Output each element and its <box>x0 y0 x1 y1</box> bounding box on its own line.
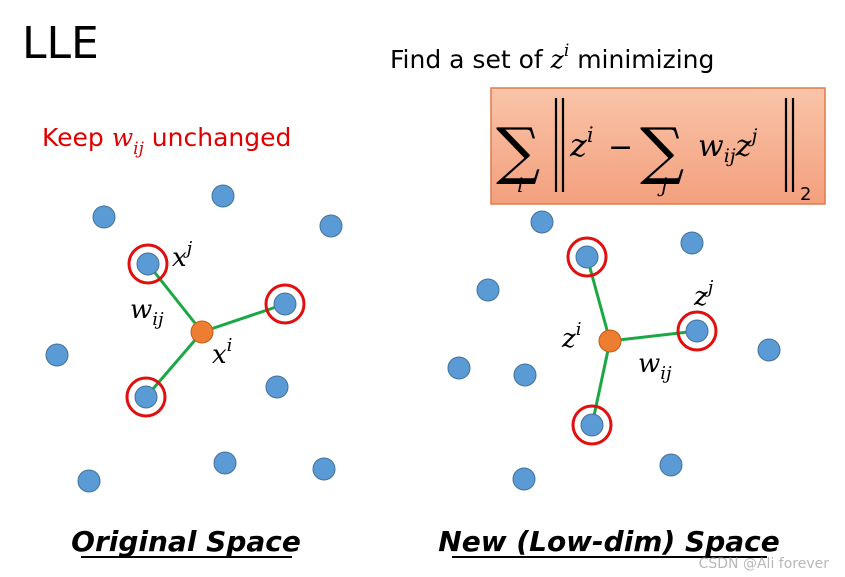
label-wij-left: wij <box>130 295 164 330</box>
data-point <box>312 457 336 481</box>
edge-zi-zj-right <box>609 329 698 343</box>
data-point <box>659 453 683 477</box>
label-zj-sup: j <box>704 277 714 298</box>
data-point <box>512 467 536 491</box>
formula-zi: zi <box>569 123 594 164</box>
edge-xi-xj-top <box>146 263 204 333</box>
formula-background <box>490 87 826 205</box>
formula-zj: z <box>735 129 752 164</box>
label-xj-sup: j <box>183 238 193 259</box>
label-xj: xj <box>172 238 193 273</box>
watermark: CSDN @Ali forever <box>699 556 830 572</box>
data-point <box>447 356 471 380</box>
data-point <box>213 451 237 475</box>
edge-xi-xj-bottom <box>144 331 204 398</box>
formula-box: ∑ i zi − ∑ j wijzj 2 <box>490 87 826 205</box>
label-xi-sup: i <box>227 335 233 356</box>
heading-var: z <box>550 45 565 74</box>
neighbor-point <box>136 252 160 276</box>
neighbor-point <box>575 245 599 269</box>
label-wij-right-sub: ij <box>660 363 672 384</box>
low-dim-space-panel: zj zi wij New (Low-dim) Space <box>438 210 781 558</box>
heading-text: Find a set of <box>390 45 551 74</box>
edge-xi-xj-right <box>201 302 286 334</box>
label-zj-base: z <box>693 282 708 312</box>
neighbor-ring <box>264 283 306 325</box>
keep-var: w <box>112 123 133 152</box>
data-point <box>265 375 289 399</box>
center-point-xi <box>190 320 214 344</box>
data-point <box>211 184 235 208</box>
formula-z: z <box>569 126 588 164</box>
sum-index-i: i <box>517 173 523 197</box>
label-zi: zi <box>561 319 581 354</box>
formula-z-sup: i <box>587 123 594 147</box>
label-zi-base: z <box>561 324 576 354</box>
neighbor-ring <box>127 243 169 285</box>
label-xi: xi <box>212 335 232 370</box>
data-point <box>513 363 537 387</box>
neighbor-ring <box>125 376 167 418</box>
keep-sub: ij <box>133 139 144 159</box>
edge-zi-zj-top <box>585 256 612 342</box>
formula-minus: − <box>608 130 633 165</box>
label-zi-sup: i <box>576 319 582 340</box>
formula-wz: wijzj <box>698 125 757 167</box>
neighbor-ring <box>676 310 718 352</box>
label-wij-right: wij <box>638 349 672 384</box>
data-point <box>530 210 554 234</box>
heading-sup: i <box>564 41 569 61</box>
label-wij-right-base: w <box>638 349 660 379</box>
center-point-zi <box>598 329 622 353</box>
heading-after: minimizing <box>569 45 714 74</box>
objective-heading: Find a set of zi minimizing <box>390 41 714 74</box>
neighbor-ring <box>566 236 608 278</box>
data-point <box>92 205 116 229</box>
sum-symbol-outer: ∑ <box>496 114 540 187</box>
caption-original-space: Original Space <box>71 525 301 558</box>
label-wij-left-base: w <box>130 295 152 325</box>
neighbor-point <box>273 292 297 316</box>
keep-weights-note: Keep wij unchanged <box>42 123 291 159</box>
data-point <box>319 214 343 238</box>
data-point <box>476 278 500 302</box>
label-zj: zj <box>693 277 714 312</box>
norm-subscript: 2 <box>800 184 811 205</box>
edge-zi-zj-bottom <box>590 340 612 426</box>
label-wij-left-sub: ij <box>152 309 164 330</box>
neighbor-point <box>685 319 709 343</box>
data-point <box>45 343 69 367</box>
keep-post: unchanged <box>144 123 292 152</box>
formula-w: w <box>698 129 724 164</box>
neighbor-ring <box>571 404 613 446</box>
data-point <box>680 231 704 255</box>
keep-pre: Keep <box>42 123 112 152</box>
formula-w-sub: ij <box>724 145 736 167</box>
page-title: LLE <box>22 18 99 69</box>
sum-symbol-inner: ∑ <box>640 114 684 187</box>
data-point <box>757 338 781 362</box>
neighbor-point <box>134 385 158 409</box>
sum-index-j: j <box>657 173 667 197</box>
formula-zj-sup: j <box>747 125 757 147</box>
caption-low-dim-space: New (Low-dim) Space <box>438 525 779 558</box>
label-xi-base: x <box>212 340 227 370</box>
original-space-panel: xj wij xi Original Space <box>45 184 343 558</box>
label-xj-base: x <box>172 243 187 273</box>
data-point <box>77 469 101 493</box>
neighbor-point <box>580 413 604 437</box>
